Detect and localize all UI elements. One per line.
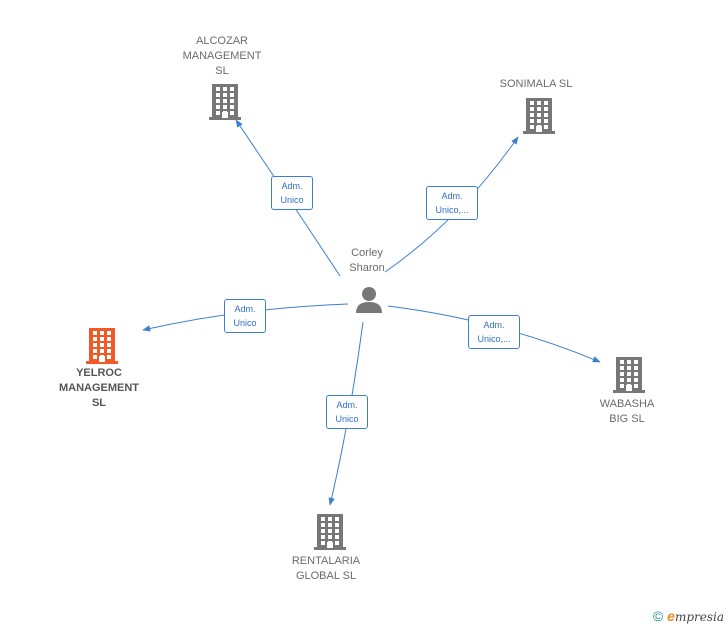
copyright-icon: ©	[652, 608, 664, 624]
building-icon[interactable]	[523, 98, 555, 139]
building-icon[interactable]	[613, 357, 645, 398]
node-label-center: Corley Sharon	[349, 247, 385, 274]
edge-label-alcozar[interactable]: Adm. Unico	[271, 176, 313, 210]
building-icon[interactable]	[209, 84, 241, 125]
brand-logo: empresia	[667, 608, 724, 624]
edge-label-sonimala[interactable]: Adm. Unico,...	[426, 186, 478, 220]
node-label-rentalaria: RENTALARIA GLOBAL SL	[291, 555, 361, 582]
footer-brand: © empresia	[653, 608, 724, 624]
node-label-sonimala: SONIMALA SL	[499, 78, 573, 90]
person-icon[interactable]	[356, 287, 382, 313]
node-label-yelroc: YELROC MANAGEMENT SL	[58, 367, 140, 409]
node-label-alcozar: ALCOZAR MANAGEMENT SL	[182, 35, 262, 77]
building-icon[interactable]	[314, 514, 346, 555]
edge-label-yelroc[interactable]: Adm. Unico	[224, 299, 266, 333]
node-label-wabasha: WABASHA BIG SL	[599, 398, 655, 425]
building-icon[interactable]	[86, 328, 118, 369]
edge-label-rentalaria[interactable]: Adm. Unico	[326, 395, 368, 429]
edge-label-wabasha[interactable]: Adm. Unico,...	[468, 315, 520, 349]
